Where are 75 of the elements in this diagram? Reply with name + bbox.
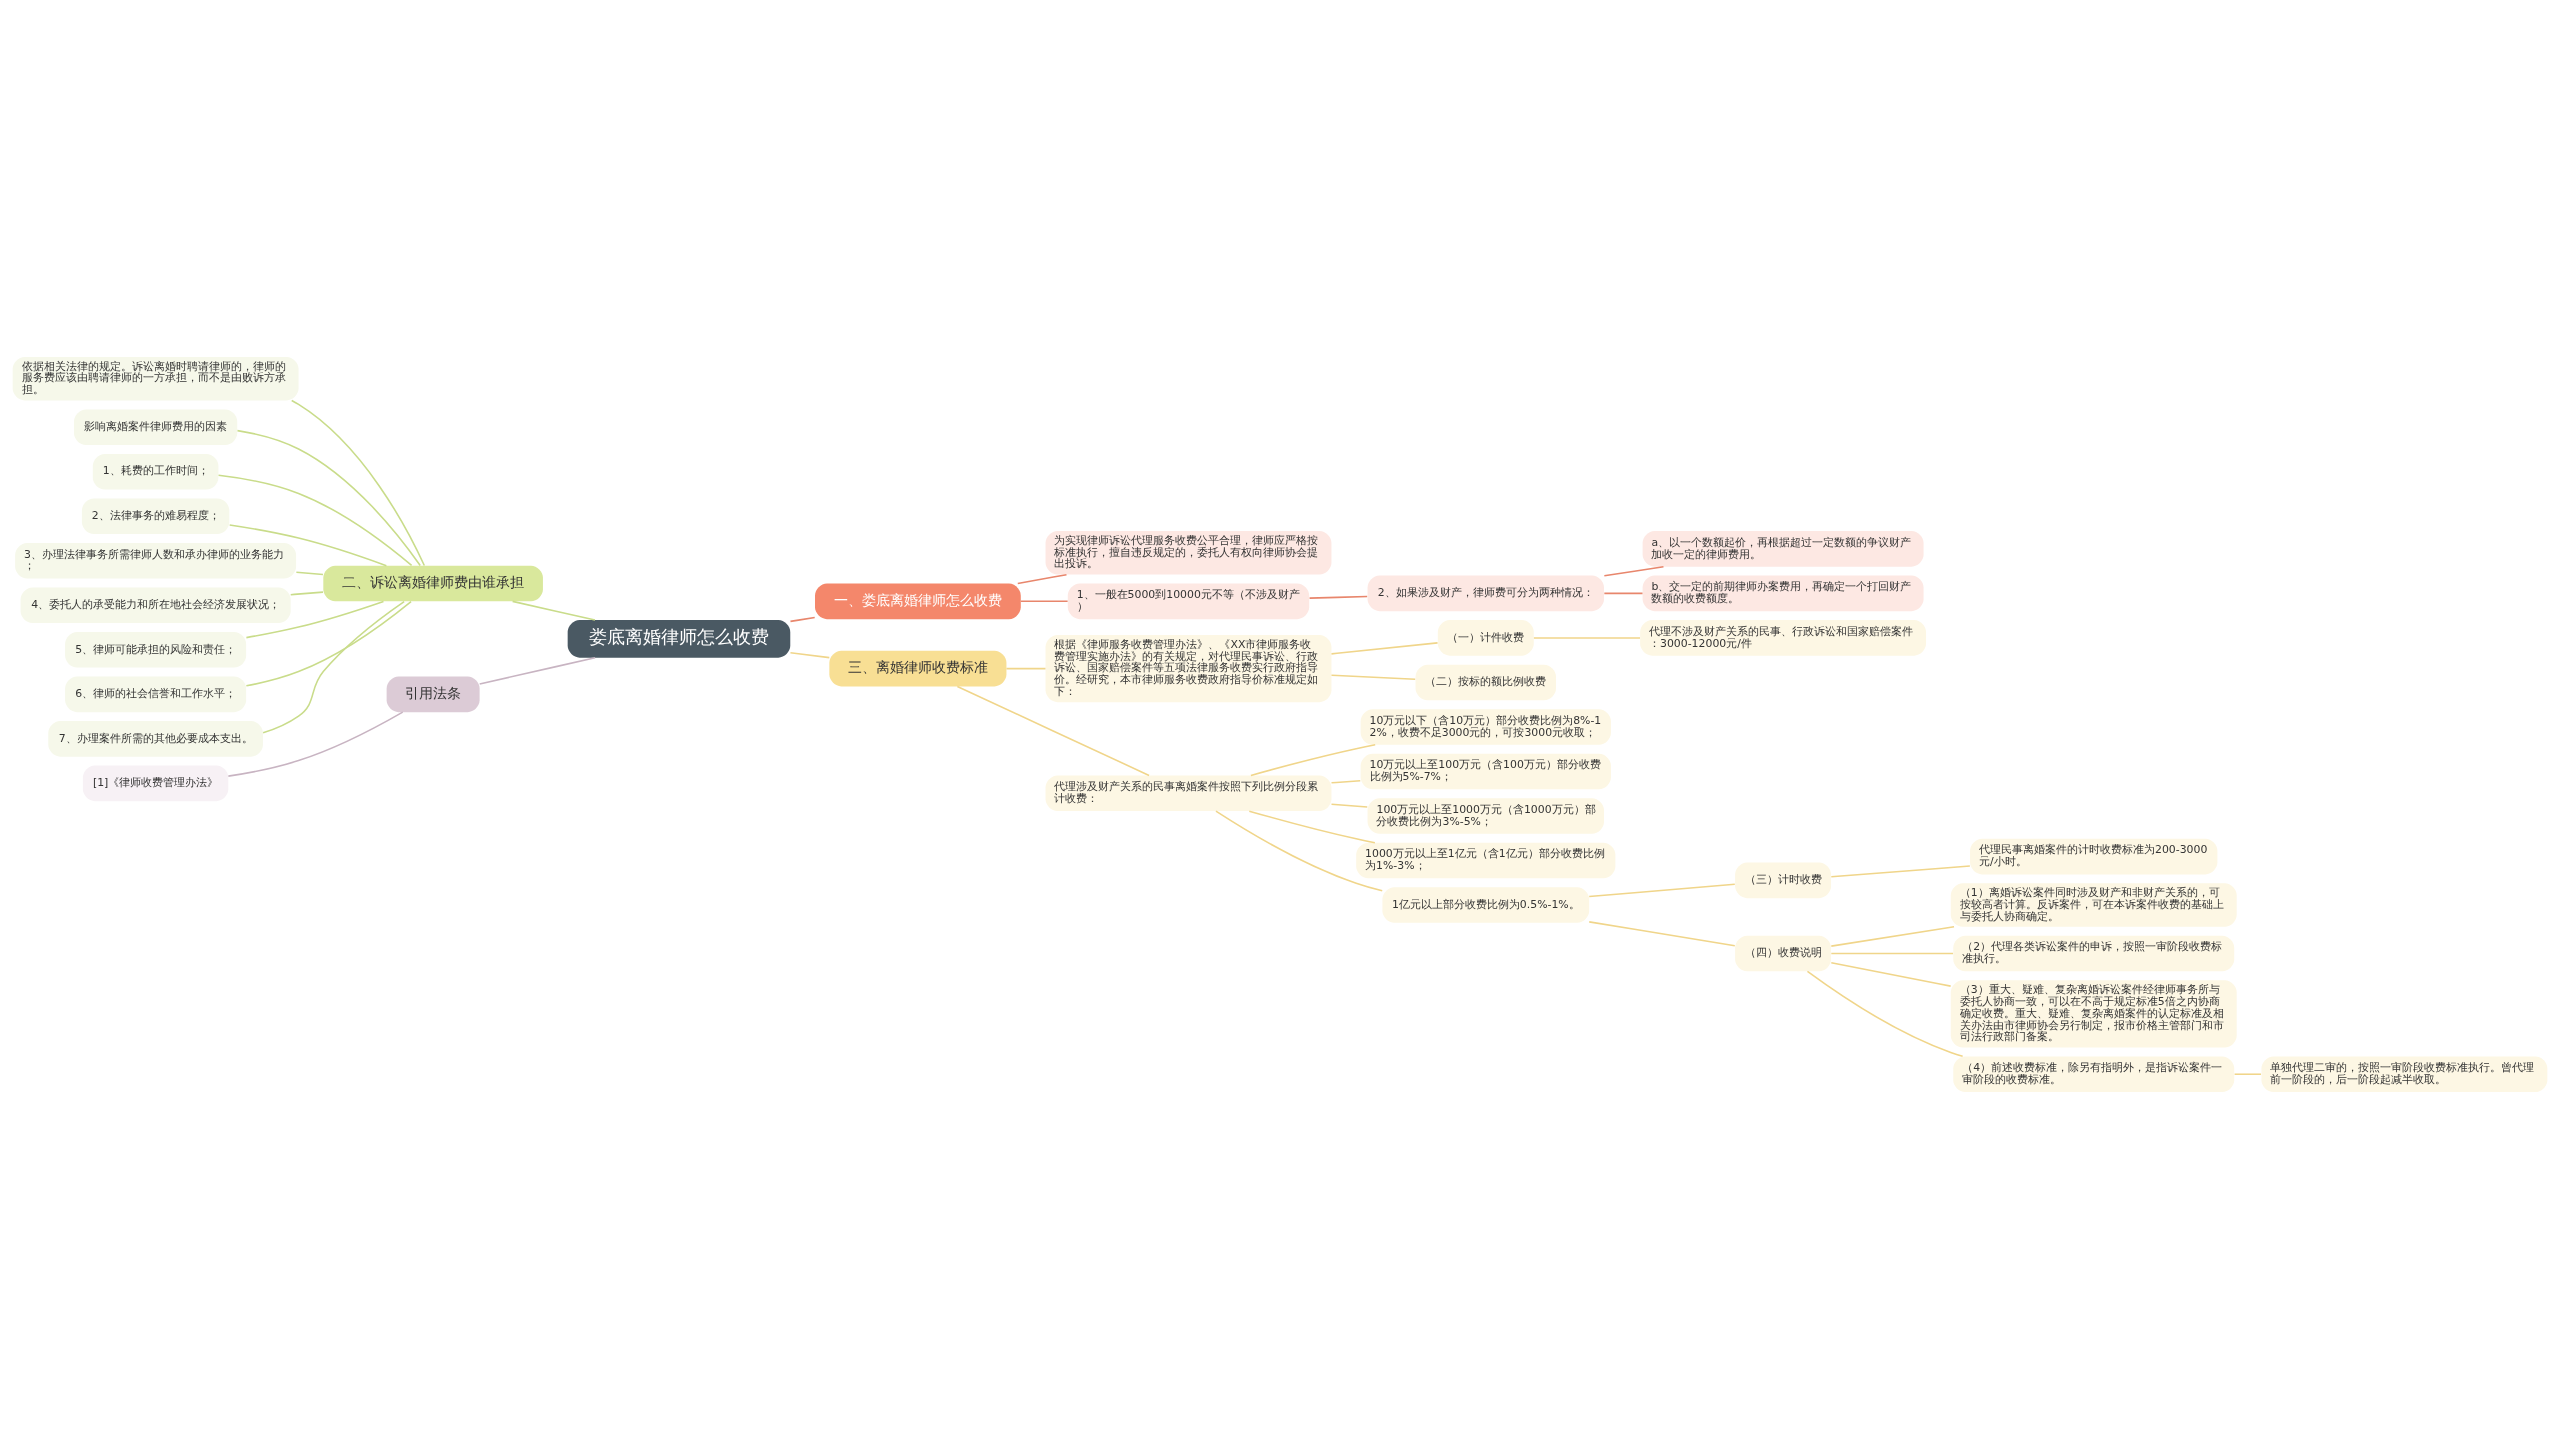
node-box: 6、律师的社会信誉和工作水平； bbox=[65, 676, 247, 712]
node-box: 5、律师可能承担的风险和责任； bbox=[65, 631, 247, 668]
connector bbox=[1330, 641, 1439, 655]
connector bbox=[1603, 592, 1644, 594]
node-box: （2）代理各类诉讼案件的申诉，按照一审阶段收费标准执行。 bbox=[1953, 935, 2235, 971]
connector bbox=[227, 710, 404, 777]
node-box: 引用法条 bbox=[386, 676, 480, 712]
connector bbox=[1016, 573, 1068, 584]
connector bbox=[1806, 970, 1964, 1057]
node-box: 三、离婚律师收费标准 bbox=[829, 650, 1007, 686]
node-box: b、交一定的前期律师办案费用，再确定一个打回财产数额的收费额度。 bbox=[1642, 575, 1924, 611]
connector bbox=[1588, 920, 1736, 947]
node-box: （二）按标的额比例收费 bbox=[1415, 664, 1557, 700]
node-box: 100万元以上至1000万元（含1000万元）部分收费比例为3%-5%； bbox=[1367, 797, 1604, 834]
node-box: 2、法律事务的难易程度； bbox=[81, 497, 230, 534]
node-box: 依据相关法律的规定。诉讼离婚时聘请律师的，律师的服务费应该由聘请律师的一方承担，而不是由败诉方承担。 bbox=[12, 356, 299, 400]
node-box: 1000万元以上至1亿元（含1亿元）部分收费比例为1%-3%； bbox=[1356, 842, 1616, 878]
node-box: 1、耗费的工作时间； bbox=[92, 453, 219, 490]
node-box: 1亿元以上部分收费比例为0.5%-1%。 bbox=[1382, 886, 1590, 923]
connector bbox=[956, 685, 1150, 776]
connector bbox=[295, 571, 324, 575]
node-box: （三）计时收费 bbox=[1735, 862, 1832, 898]
connector bbox=[1533, 636, 1641, 639]
node-box: 二、诉讼离婚律师费由谁承担 bbox=[323, 565, 543, 601]
node-box: 代理民事离婚案件的计时收费标准为200-3000元/小时。 bbox=[1970, 838, 2218, 874]
node-box: [1]《律师收费管理办法》 bbox=[82, 765, 229, 801]
node-box: 为实现律师诉讼代理服务收费公平合理，律师应严格按标准执行，擅自违反规定的，委托人有权向律师协会提出投诉。 bbox=[1045, 530, 1332, 575]
connector bbox=[228, 523, 388, 566]
node-box: 10万元以下（含10万元）部分收费比例为8%-12%，收费不足3000元的，可按3000元收取； bbox=[1360, 708, 1611, 745]
connector bbox=[1330, 802, 1369, 808]
node-box: （四）收费说明 bbox=[1735, 935, 1832, 971]
connector bbox=[1215, 809, 1383, 892]
connector bbox=[1830, 864, 1971, 877]
connector bbox=[1020, 600, 1069, 602]
node-box: 单独代理二审的，按照一审阶段收费标准执行。曾代理前一阶段的，后一阶段起减半收取。 bbox=[2261, 1055, 2548, 1092]
connector bbox=[245, 600, 412, 687]
connector bbox=[1830, 952, 1954, 954]
node-box: a、以一个数额起价，再根据超过一定数额的争议财产加收一定的律师费用。 bbox=[1642, 530, 1924, 567]
connector bbox=[1588, 883, 1736, 897]
connector bbox=[236, 429, 421, 566]
node-box: （3）重大、疑难、复杂离婚诉讼案件经律师事务所与委托人协商一致，可以在不高于规定标准5倍之内协商确定收费。重大、疑难、复杂离婚案件的认定标准及相关办法由市律师协会另行制定，报市价格主管部门和市司法行政部门备案。 bbox=[1950, 979, 2237, 1047]
node-box: 4、委托人的承受能力和所在地社会经济发展状况； bbox=[20, 587, 291, 623]
connector bbox=[1603, 565, 1665, 576]
node-box: 7、办理案件所需的其他必要成本支出。 bbox=[48, 720, 263, 757]
node-box: 代理不涉及财产关系的民事、行政诉讼和国家赔偿案件：3000-12000元/件 bbox=[1640, 619, 1927, 656]
node-box: （4）前述收费标准，除另有指明外，是指诉讼案件一审阶段的收费标准。 bbox=[1953, 1055, 2235, 1092]
connector bbox=[1250, 743, 1376, 776]
connector bbox=[789, 651, 831, 658]
connector bbox=[1830, 961, 1952, 987]
node-box: （1）离婚诉讼案件同时涉及财产和非财产关系的，可按较高者计算。反诉案件，可在本诉案件收费的基础上与委托人协商确定。 bbox=[1950, 882, 2237, 927]
connector bbox=[2233, 1072, 2262, 1075]
node-box: 一、娄底离婚律师怎么收费 bbox=[815, 583, 1021, 619]
connector bbox=[511, 600, 596, 621]
connector bbox=[1248, 809, 1376, 843]
node-box: 2、如果涉及财产，律师费可分为两种情况： bbox=[1367, 575, 1604, 611]
connector bbox=[478, 656, 596, 685]
connector bbox=[1005, 667, 1047, 669]
node-box: 根据《律师服务收费管理办法》、《XX市律师服务收费管理实施办法》的有关规定，对代理民事诉讼、行政诉讼、国家赔偿案件等五项法律服务收费实行政府指导价。经研究，本市律师服务收费政府指导价标准规定如下： bbox=[1045, 634, 1332, 702]
node-box: 娄底离婚律师怎么收费 bbox=[567, 619, 791, 658]
node-box: 3、办理法律事务所需律师人数和承办律师的业务能力； bbox=[15, 542, 297, 579]
connector bbox=[245, 600, 385, 638]
connector bbox=[789, 616, 816, 622]
connector bbox=[1308, 595, 1368, 599]
node-box: （一）计件收费 bbox=[1437, 619, 1534, 656]
node-box: 1、一般在5000到10000元不等（不涉及财产） bbox=[1067, 583, 1310, 619]
node-box: 10万元以上至100万元（含100万元）部分收费比例为5%-7%； bbox=[1360, 753, 1611, 789]
connector bbox=[1330, 779, 1362, 784]
connector bbox=[290, 399, 426, 566]
connector bbox=[1830, 925, 1955, 947]
connector bbox=[289, 590, 324, 595]
connector bbox=[262, 600, 405, 733]
connector bbox=[217, 473, 413, 566]
node-box: 影响离婚案件律师费用的因素 bbox=[74, 408, 238, 445]
node-box: 代理涉及财产关系的民事离婚案件按照下列比例分段累计收费： bbox=[1045, 774, 1332, 811]
connector bbox=[1330, 673, 1416, 680]
